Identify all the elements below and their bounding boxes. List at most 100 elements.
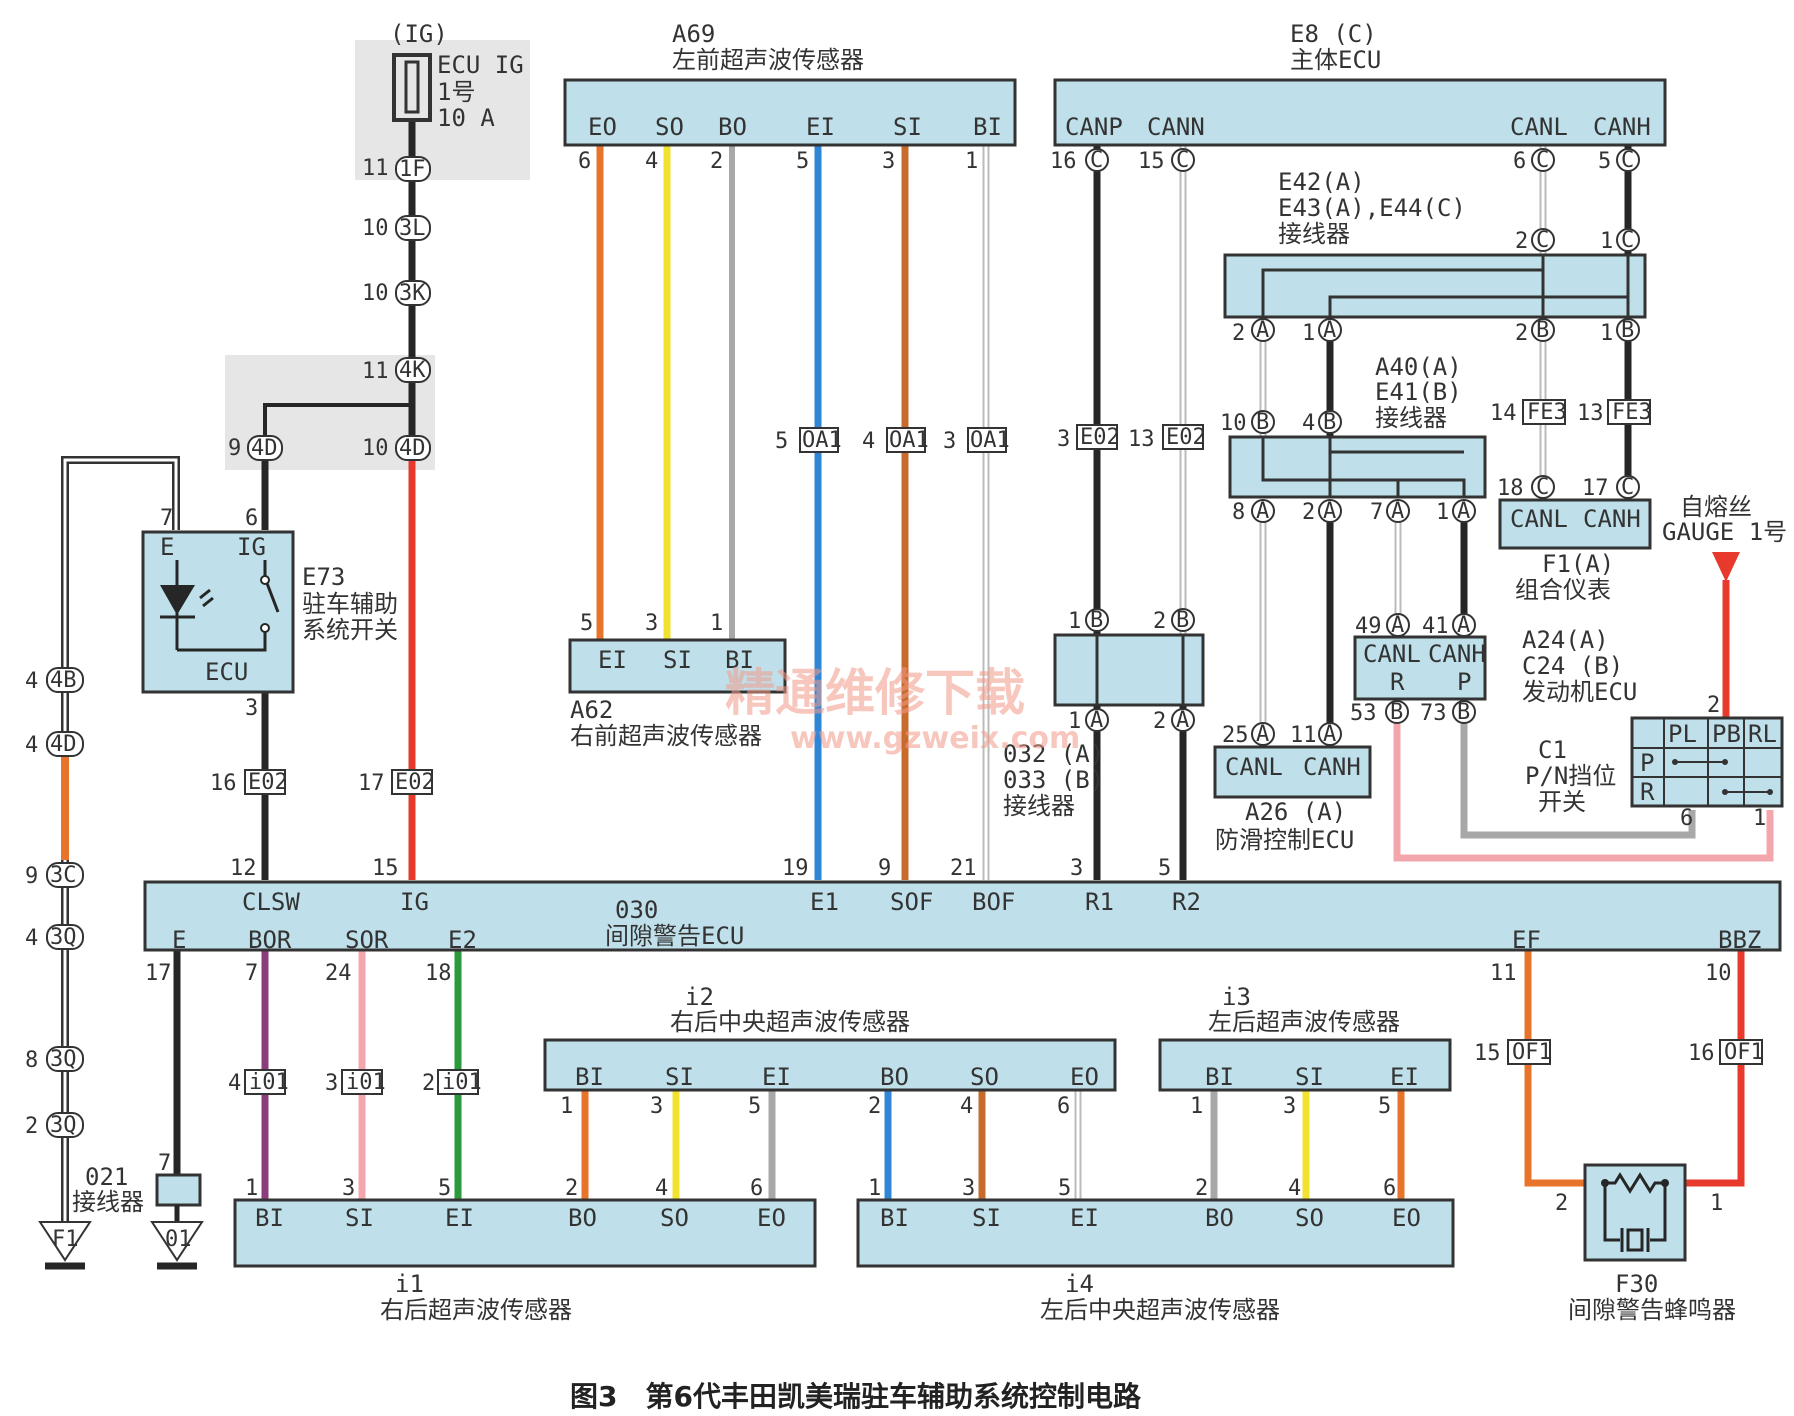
svg-text:CANH: CANH [1583, 505, 1641, 533]
svg-text:030: 030 [615, 896, 658, 924]
svg-text:17: 17 [1582, 476, 1609, 501]
svg-text:E43(A),E44(C): E43(A),E44(C) [1278, 194, 1466, 222]
svg-text:BOF: BOF [972, 888, 1015, 916]
svg-text:接线器: 接线器 [1278, 220, 1350, 248]
conn-e02-upper: 3 E02 13 E02 [1057, 424, 1206, 452]
svg-text:8: 8 [1232, 500, 1245, 525]
fuse-ecu-ig: (IG) ECU IG 1号 10 A [390, 20, 524, 132]
svg-text:BO: BO [880, 1063, 909, 1091]
svg-text:F1(A): F1(A) [1542, 550, 1614, 578]
svg-text:C: C [1621, 475, 1634, 500]
svg-text:3: 3 [342, 1176, 355, 1201]
svg-text:E: E [160, 533, 174, 561]
svg-text:1: 1 [1068, 609, 1081, 634]
svg-text:R: R [1390, 668, 1405, 696]
svg-text:BI: BI [255, 1204, 284, 1232]
svg-text:3: 3 [245, 696, 258, 721]
svg-text:EO: EO [1392, 1204, 1421, 1232]
conn-oa1-group: 5 OA1 4 OA1 3 OA1 [775, 427, 1010, 454]
svg-text:BI: BI [575, 1063, 604, 1091]
svg-text:032 (A): 032 (A) [1003, 740, 1104, 768]
svg-text:FE3: FE3 [1612, 400, 1652, 425]
svg-text:3: 3 [1283, 1094, 1296, 1119]
svg-text:C: C [1176, 148, 1189, 173]
svg-text:4: 4 [228, 1071, 241, 1096]
junction-021-grounds: 7 021 接线器 F1 01 [38, 1151, 204, 1270]
a69-pin-bi: BI [973, 113, 1002, 141]
svg-text:A: A [1176, 708, 1189, 733]
svg-text:A: A [1391, 499, 1404, 524]
svg-text:P: P [1457, 668, 1471, 696]
svg-text:3Q: 3Q [50, 1113, 77, 1138]
svg-text:49: 49 [1355, 614, 1382, 639]
svg-text:B: B [1256, 410, 1269, 435]
svg-text:OF1: OF1 [1724, 1040, 1764, 1065]
svg-text:10: 10 [362, 216, 389, 241]
svg-text:10: 10 [362, 436, 389, 461]
skid-control-ecu-a26: 25 A 11 A CANL CANH A26 (A) 防滑控制ECU [1213, 722, 1372, 854]
fuse-rating: 10 A [437, 104, 495, 132]
svg-text:19: 19 [782, 856, 809, 881]
svg-text:CANH: CANH [1303, 753, 1361, 781]
conn-fe3-group: 14 FE3 13 FE3 [1490, 399, 1652, 426]
svg-text:A: A [1323, 499, 1336, 524]
svg-text:精通维修下载: 精通维修下载 [725, 664, 1025, 722]
conn-i01-group: 4 i01 3 i01 2 i01 [228, 1069, 482, 1096]
conn-1f: 1F [399, 157, 426, 182]
svg-text:B: B [1090, 608, 1103, 633]
svg-text:A: A [1256, 318, 1269, 343]
svg-text:9: 9 [228, 436, 241, 461]
svg-text:SOR: SOR [345, 926, 389, 954]
svg-text:C: C [1536, 475, 1549, 500]
svg-text:CANL: CANL [1363, 640, 1421, 668]
fuse-chain-connectors: 11 1F 10 3L 10 3K 11 4K 9 4D 10 4D [228, 156, 431, 461]
svg-text:15: 15 [1474, 1041, 1501, 1066]
a69-pin-bo: BO [718, 113, 747, 141]
svg-text:41: 41 [1422, 614, 1449, 639]
shade-fuse [355, 40, 530, 180]
svg-text:5: 5 [748, 1094, 761, 1119]
svg-text:E02: E02 [248, 770, 288, 795]
svg-text:A26 (A): A26 (A) [1245, 798, 1346, 826]
svg-text:4: 4 [1302, 411, 1315, 436]
svg-text:3: 3 [1070, 856, 1083, 881]
svg-text:6: 6 [578, 149, 591, 174]
clearance-warning-ecu-030: 12 15 19 9 21 3 5 CLSW IG E1 SOF BOF R1 … [143, 856, 1782, 986]
svg-text:E02: E02 [1166, 425, 1206, 450]
fuse-id: (IG) [390, 20, 448, 48]
junction-e42: E42(A) E43(A),E44(C) 接线器 2 C 1 C 2 A 1 A… [1223, 168, 1647, 346]
conn-e02-lower: 16 E02 17 E02 [210, 769, 435, 796]
svg-text:2: 2 [565, 1176, 578, 1201]
svg-text:1: 1 [1302, 321, 1315, 346]
svg-text:CANL: CANL [1510, 505, 1568, 533]
svg-text:4: 4 [655, 1176, 668, 1201]
svg-text:3Q: 3Q [50, 1047, 77, 1072]
svg-text:CANH: CANH [1593, 113, 1651, 141]
svg-text:SO: SO [970, 1063, 999, 1091]
svg-text:PB: PB [1712, 720, 1741, 748]
a69-pin-si: SI [893, 113, 922, 141]
svg-text:A: A [1323, 318, 1336, 343]
svg-text:A: A [1457, 613, 1470, 638]
svg-text:3: 3 [1057, 427, 1070, 452]
svg-text:i4: i4 [1065, 1270, 1094, 1298]
svg-text:B: B [1323, 410, 1336, 435]
svg-text:间隙警告ECU: 间隙警告ECU [605, 922, 744, 950]
svg-text:21: 21 [950, 856, 977, 881]
svg-text:73: 73 [1420, 701, 1447, 726]
svg-text:左后超声波传感器: 左后超声波传感器 [1208, 1008, 1400, 1036]
sensor-a69: A69 左前超声波传感器 EO SO BO EI SI BI 6 4 2 5 3… [563, 20, 1017, 174]
svg-text:驻车辅助: 驻车辅助 [302, 590, 398, 618]
clearance-buzzer-f30: 2 1 F30 间隙警告蜂鸣器 [1555, 1163, 1736, 1324]
svg-text:1: 1 [1190, 1094, 1203, 1119]
svg-text:EO: EO [1070, 1063, 1099, 1091]
svg-text:A62: A62 [570, 696, 613, 724]
svg-text:A: A [1457, 499, 1470, 524]
fuse-number: 1号 [437, 78, 475, 106]
svg-text:4: 4 [862, 429, 875, 454]
svg-text:B: B [1536, 318, 1549, 343]
svg-text:SOF: SOF [890, 888, 933, 916]
svg-text:10: 10 [362, 281, 389, 306]
conn-4d-left: 4D [251, 436, 278, 461]
svg-text:BO: BO [1205, 1204, 1234, 1232]
